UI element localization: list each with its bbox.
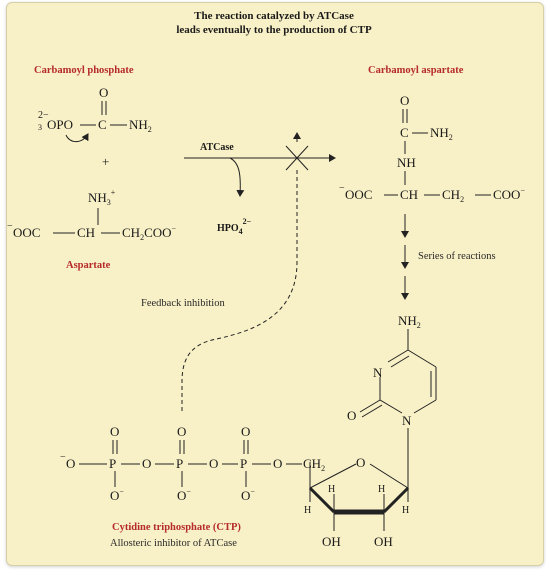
ribose-bond-c1-c2 (382, 486, 410, 514)
ribose-bond-c4-c3-bold (308, 486, 336, 514)
cp-carbon: C (98, 117, 107, 132)
cyt-bond-n3-c4 (387, 349, 409, 363)
cyt-double-n3-c4 (390, 355, 410, 368)
tp-p1-oxo: O (110, 424, 119, 439)
ca-nh: NH (397, 155, 416, 170)
feedback-inhibition-label: Feedback inhibition (141, 298, 225, 309)
ribose-bond-o-c1 (369, 463, 409, 489)
ca-ch: CH (400, 187, 418, 202)
ribose-bond-o-c4 (309, 463, 357, 489)
asp-ch2coo: CH2COO− (122, 224, 177, 242)
cp-curved-arrow (65, 133, 89, 143)
title-line-1: The reaction catalyzed by ATCase (194, 10, 354, 22)
tp-p1-ominus: O− (110, 487, 124, 503)
ribose-h1: H (402, 505, 409, 516)
feedback-inhibition-path (181, 170, 298, 413)
cyt-bond-c2-o (359, 399, 381, 413)
tp-o-terminal: O (66, 456, 75, 471)
ribose-h4: H (304, 505, 311, 516)
tp-p3-oxo: O (241, 424, 250, 439)
ribose-ring-o: O (356, 455, 365, 470)
ca-minus-left: − (339, 183, 345, 194)
diagram-panel (6, 2, 544, 566)
ca-ooc: OOC (345, 187, 372, 202)
cp-carbonyl-o: O (99, 85, 108, 100)
hpo4-release-arrow (229, 157, 245, 197)
atcase-label: ATCase (200, 142, 234, 153)
cyt-bond-c4-c5 (407, 349, 437, 368)
ca-carbon: C (400, 125, 409, 140)
tp-p1: P (109, 456, 116, 471)
tp-minus-left: − (60, 452, 66, 463)
cyt-bond-c6-n1 (413, 399, 437, 414)
tp-p3-ominus: O− (241, 487, 255, 503)
ribose-oh2: OH (374, 534, 393, 549)
tp-p2-ominus: O− (177, 487, 191, 503)
cyt-bond-n1-c2 (379, 399, 403, 414)
cyt-n1: N (402, 413, 412, 428)
ribose-h2: H (378, 484, 385, 495)
cp-opo: OPO (47, 117, 73, 132)
asp-ooc: OOC (13, 225, 40, 240)
ctp-role-label: Allosteric inhibitor of ATCase (110, 538, 237, 549)
tp-p3: P (240, 456, 247, 471)
asp-nh3: NH3+ (88, 188, 116, 207)
cyt-nh2: NH2 (398, 313, 421, 330)
series-of-reactions-label: Series of reactions (418, 251, 496, 262)
ribose-oh3: OH (322, 534, 341, 549)
asp-ch: CH (77, 225, 95, 240)
ca-carbonyl-o: O (400, 93, 409, 108)
ca-nh2: NH2 (430, 125, 453, 142)
cyt-carbonyl-o: O (347, 408, 356, 423)
ribose-h3: H (328, 484, 335, 495)
hpo4-label: HPO42− (217, 217, 252, 236)
carbamoyl-phosphate-label: Carbamoyl phosphate (34, 65, 134, 76)
tp-o-bridge-1: O (142, 456, 151, 471)
ca-coo: COO− (493, 186, 525, 202)
ca-ch2: CH2 (442, 187, 464, 204)
cp-nh2: NH2 (129, 117, 152, 134)
tp-o-bridge-3: O (273, 456, 282, 471)
tp-o-bridge-2: O (209, 456, 218, 471)
cyt-double-c2-o (361, 404, 383, 418)
tp-p2: P (176, 456, 183, 471)
title-line-2: leads eventually to the production of CT… (176, 24, 372, 36)
carbamoyl-aspartate-label: Carbamoyl aspartate (368, 65, 464, 76)
cyt-n3: N (373, 365, 383, 380)
ctp-name-label: Cytidine triphosphate (CTP) (112, 522, 241, 533)
tp-ch2: CH2 (303, 456, 325, 473)
plus-sign: + (102, 154, 109, 169)
tp-p2-oxo: O (177, 424, 186, 439)
cp-charge-2minus: 2− (38, 110, 49, 121)
aspartate-label: Aspartate (66, 260, 111, 271)
cp-sub3: 3 (38, 123, 42, 132)
asp-minus-left: − (7, 221, 13, 232)
